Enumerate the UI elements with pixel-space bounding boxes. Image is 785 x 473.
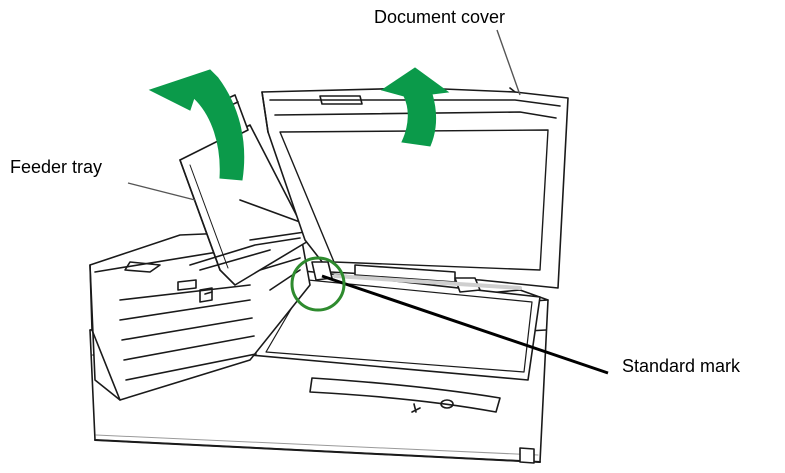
leader-feeder-tray xyxy=(128,183,195,200)
leader-document-cover xyxy=(497,30,520,95)
standard-mark-label: Standard mark xyxy=(622,357,740,375)
feeder-tray-label: Feeder tray xyxy=(10,158,102,176)
document-cover-label: Document cover xyxy=(374,8,505,26)
